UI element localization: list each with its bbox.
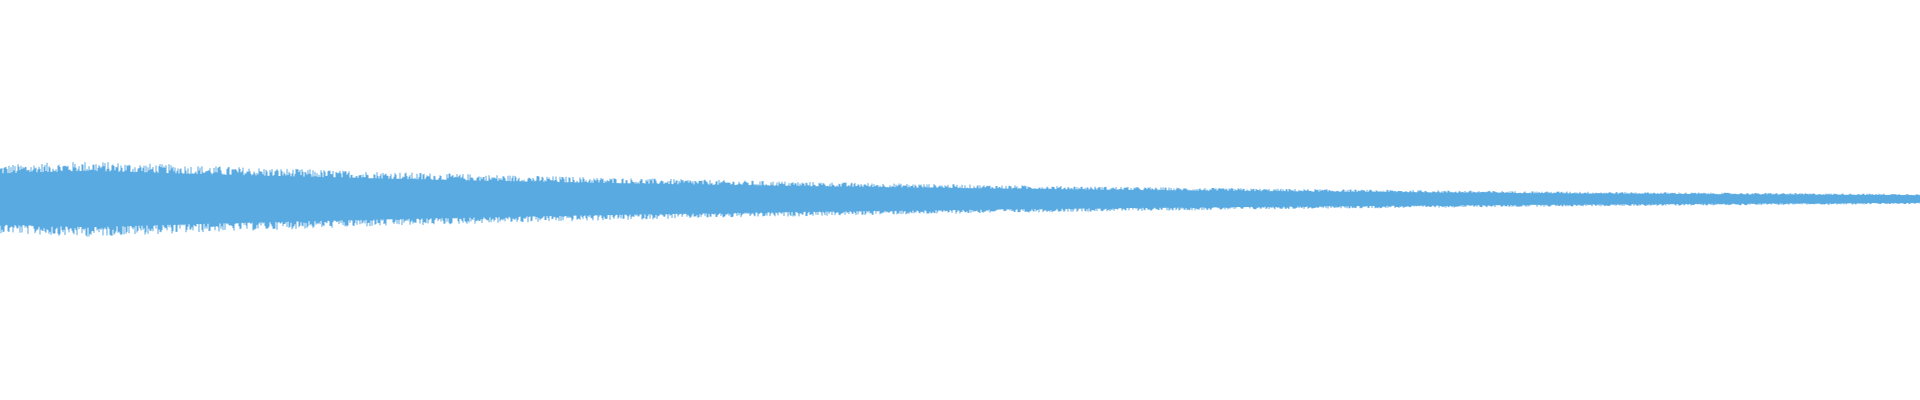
waveform-body (0, 170, 1920, 228)
